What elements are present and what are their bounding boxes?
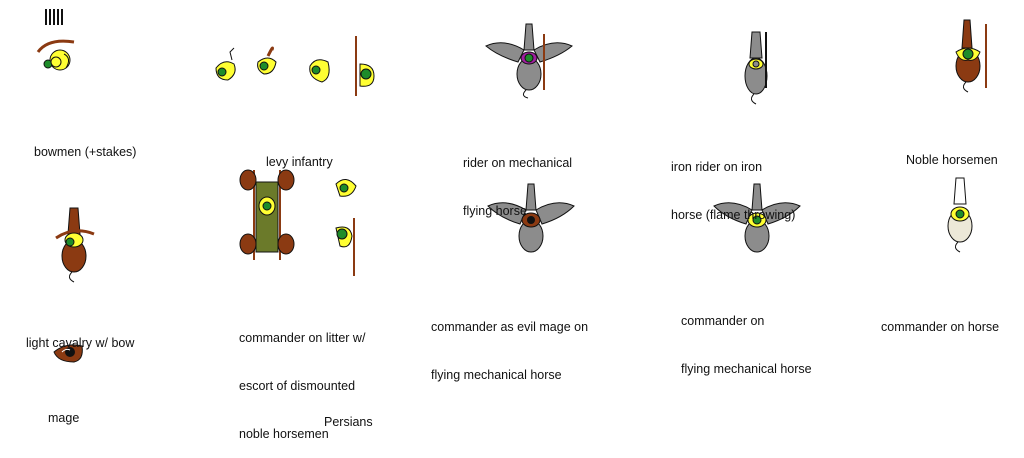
iron-label-line-2: horse (flame throwing) xyxy=(671,208,796,222)
cmd-flying-label-line-2: flying mechanical horse xyxy=(681,362,812,376)
rider-label-line-2: flying horse xyxy=(463,204,527,218)
evil-mage-icon xyxy=(487,183,575,253)
mage-icon xyxy=(53,344,83,363)
noble-label-line: Noble horsemen xyxy=(906,153,998,167)
noble-horseman-icon xyxy=(955,19,987,93)
evil-mage-label-line-2: flying mechanical horse xyxy=(431,368,562,382)
levy-infantry-label: levy infantry xyxy=(266,122,333,186)
faction-label-line: Persians xyxy=(324,415,373,429)
bowmen-label-line: bowmen (+stakes) xyxy=(34,145,137,159)
iron-label-line-1: iron rider on iron xyxy=(671,160,763,174)
flying-horse-icon xyxy=(485,23,573,99)
commander-flying-label: commander on flying mechanical horse xyxy=(681,281,812,393)
rider-mechanical-label: rider on mechanical flying horse xyxy=(463,123,572,235)
evil-mage-label: commander as evil mage on flying mechani… xyxy=(431,287,588,399)
levy-label-line: levy infantry xyxy=(266,155,333,169)
iron-horse-icon xyxy=(744,31,768,105)
bowman-icon xyxy=(36,39,75,71)
cmd-horse-label-line: commander on horse xyxy=(881,320,1000,334)
cmd-flying-label-line-1: commander on xyxy=(681,314,765,328)
litter-label-line-2: escort of dismounted xyxy=(239,379,356,393)
light-cav-label-line: light cavalry w/ bow xyxy=(26,336,135,350)
light-cavalry-label: light cavalry w/ bow xyxy=(26,303,134,367)
mage-label: mage xyxy=(48,378,79,442)
stakes-icon xyxy=(45,9,63,25)
bowmen-label: bowmen (+stakes) xyxy=(34,112,136,176)
litter-label-line-1: commander on litter w/ xyxy=(239,331,366,345)
rider-label-line-1: rider on mechanical xyxy=(463,156,573,170)
evil-mage-label-line-1: commander as evil mage on xyxy=(431,320,589,334)
levy-infantry-icon xyxy=(215,36,375,96)
commander-horse-label: commander on horse xyxy=(881,287,999,351)
faction-label: Persians xyxy=(324,382,373,446)
commander-flying-icon xyxy=(713,183,801,253)
commander-horse-icon xyxy=(947,177,973,253)
mage-label-line: mage xyxy=(48,411,80,425)
light-cavalry-icon xyxy=(55,207,95,283)
noble-horsemen-label: Noble horsemen xyxy=(906,120,998,184)
litter-icon xyxy=(239,169,357,276)
iron-rider-label: iron rider on iron horse (flame throwing… xyxy=(671,127,795,239)
